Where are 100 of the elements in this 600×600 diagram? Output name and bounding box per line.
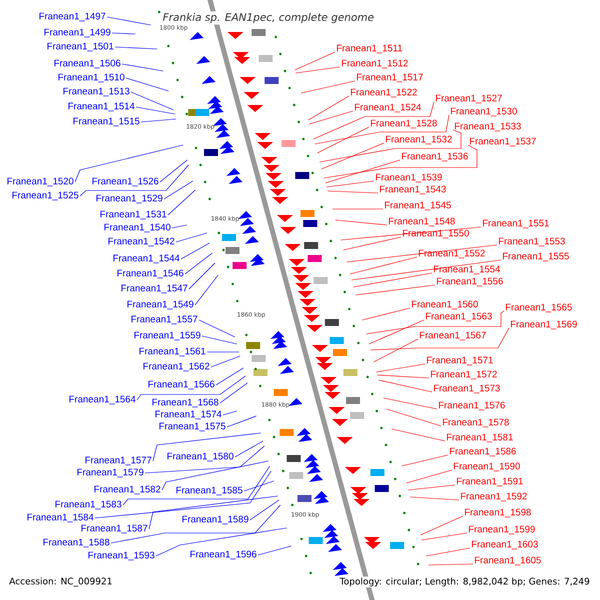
accession-text: Accession: NC_009921 [8, 576, 114, 588]
leader-line [392, 428, 446, 442]
gene-label: Franean1_1520 [8, 178, 74, 186]
leader-line [220, 382, 248, 404]
leader-line [162, 460, 269, 490]
leader-line [198, 320, 236, 338]
leader-line [383, 398, 438, 410]
leader-line [309, 110, 354, 124]
leader-line [112, 32, 136, 34]
leader-line [188, 262, 216, 290]
gene-label: Franean1_1605 [475, 556, 541, 566]
gene-label: Franean1_1603 [472, 540, 538, 550]
gene-label: Franean1_1549 [128, 300, 194, 310]
gene-label: Franean1_1577 [86, 456, 152, 466]
gene-label: Franean1_1560 [412, 300, 478, 310]
gene-label: Franean1_1578 [443, 418, 509, 428]
leader-line [366, 310, 504, 334]
gene-label: Franean1_1567 [420, 332, 486, 340]
leader-line [402, 454, 448, 466]
gene-label: Franean1_1537 [470, 138, 536, 146]
leader-line [194, 274, 218, 306]
leader-line [226, 416, 257, 428]
leader-line [346, 244, 498, 262]
gene-label: Franean1_1501 [48, 42, 114, 52]
gene-label: Franean1_1552 [419, 250, 485, 258]
genome-info-text: Topology: circular; Length: 8,982,042 bp; Genes: 7,249 [338, 576, 591, 588]
gene-label: Franean1_1557 [132, 316, 198, 324]
gene-label: Franean1_1531 [100, 210, 166, 220]
gene-label: Franean1_1512 [342, 60, 408, 68]
leader-line [180, 242, 210, 260]
leader-line [370, 328, 510, 350]
leader-line [222, 410, 238, 416]
leader-line [335, 220, 388, 226]
gene-label: Franean1_1524 [355, 104, 421, 112]
leader-line [324, 144, 478, 178]
leader-line [244, 480, 274, 492]
gene-label: Franean1_1526 [92, 178, 158, 186]
gene-label: Franean1_1536 [402, 152, 468, 162]
gene-label: Franean1_1574 [156, 410, 222, 420]
gene-label: Franean1_1584 [28, 514, 94, 522]
leader-line [156, 528, 287, 556]
gene-label: Franean1_1539 [376, 174, 442, 182]
gene-label: Franean1_1533 [455, 122, 521, 132]
leader-line [373, 338, 418, 362]
gene-label: Franean1_1525 [12, 192, 78, 200]
leader-line [126, 78, 169, 92]
leader-line [234, 440, 264, 458]
leader-line [106, 16, 152, 26]
gene-label: Franean1_1572 [431, 370, 497, 380]
leader-line [300, 80, 356, 94]
leader-line [319, 130, 462, 162]
gene-label: Franean1_1588 [44, 538, 110, 548]
leader-line [332, 208, 384, 210]
gene-label: Franean1_1561 [140, 348, 206, 356]
leader-line [160, 160, 188, 182]
gene-label: Franean1_1513 [64, 88, 130, 96]
leader-line [164, 180, 194, 200]
gene-label: Franean1_1550 [403, 230, 469, 238]
gene-label: Franean1_1499 [44, 28, 110, 38]
leader-line [172, 224, 188, 228]
leader-line [422, 532, 468, 540]
gene-label: Franean1_1564 [70, 396, 136, 404]
leader-line [210, 356, 240, 368]
leader-line [122, 466, 270, 506]
leader-line [420, 516, 464, 536]
leader-line [353, 272, 432, 288]
leader-line [410, 496, 460, 500]
gene-label: Franean1_1562 [144, 362, 210, 372]
gene-label: Franean1_1596 [190, 550, 256, 560]
gene-label: Franean1_1585 [176, 486, 242, 496]
leader-line [406, 470, 452, 484]
gene-label: Franean1_1571 [427, 356, 493, 366]
gene-label: Franean1_1527 [436, 94, 502, 104]
gene-label: Franean1_1563 [426, 312, 492, 322]
leader-line [136, 106, 176, 114]
gene-label: Franean1_1515 [74, 118, 140, 126]
gene-label: Franean1_1530 [451, 108, 517, 116]
leader-line [355, 284, 436, 296]
leader-line [426, 548, 470, 556]
gene-label: Franean1_1589 [182, 516, 248, 524]
gene-label: Franean1_1544 [114, 254, 180, 264]
leader-line [376, 364, 426, 372]
gene-label: Franean1_1511 [336, 44, 402, 54]
gene-label: Franean1_1592 [461, 492, 527, 502]
leader-line [136, 376, 246, 400]
leader-line [250, 500, 280, 520]
gene-label: Franean1_1598 [465, 508, 531, 518]
gene-label: Franean1_1510 [58, 74, 124, 82]
leader-line [110, 504, 281, 544]
leader-line [176, 232, 208, 242]
gene-label: Franean1_1556 [437, 278, 503, 286]
leader-line [294, 52, 336, 70]
gene-label: Franean1_1576 [439, 402, 505, 410]
gene-label: Franean1_1546 [118, 270, 184, 278]
leader-line [114, 46, 158, 50]
gene-label: Franean1_1517 [357, 74, 423, 82]
gene-label: Franean1_1579 [78, 468, 144, 478]
leader-line [368, 320, 424, 344]
leader-line [314, 114, 450, 144]
leader-line [317, 126, 370, 154]
